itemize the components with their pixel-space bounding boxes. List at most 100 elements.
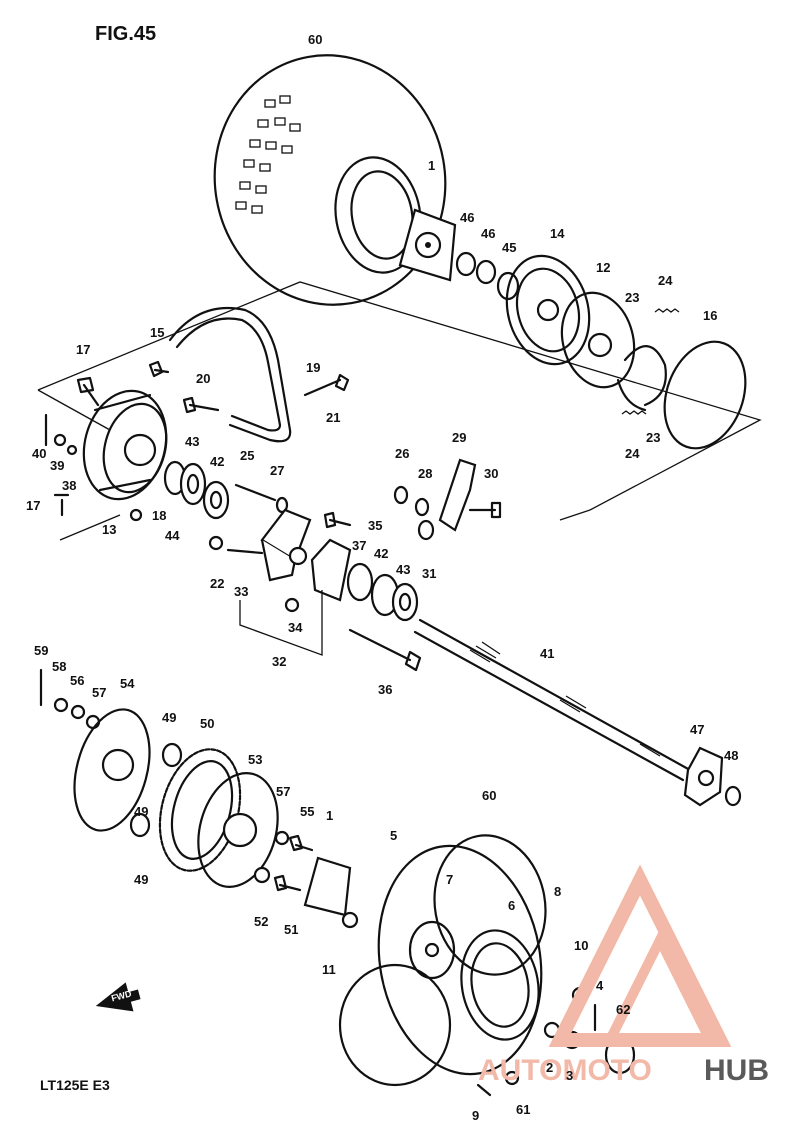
part-number-8: 8 — [554, 884, 561, 899]
part-number-49c: 49 — [134, 872, 148, 887]
bolt-9 — [476, 1083, 492, 1097]
upper-enclosure-line — [37, 281, 762, 511]
part-number-43b: 43 — [396, 562, 410, 577]
hub-upper — [398, 208, 457, 282]
part-number-28: 28 — [418, 466, 432, 481]
bearings-right — [346, 562, 419, 622]
part-number-59: 59 — [34, 643, 48, 658]
washer-22 — [208, 535, 224, 551]
bracket-32-leader — [239, 590, 323, 656]
part-number-34: 34 — [288, 620, 303, 635]
part-number-33: 33 — [234, 584, 248, 599]
watermark-logo — [548, 864, 732, 1047]
bracket-29 — [438, 458, 477, 532]
part-number-49b: 49 — [134, 804, 148, 819]
bolt-30 — [468, 501, 502, 519]
part-number-5: 5 — [390, 828, 397, 843]
part-number-36: 36 — [378, 682, 392, 697]
part-number-23a: 23 — [625, 290, 639, 305]
washer-52 — [253, 866, 271, 884]
part-number-37: 37 — [352, 538, 366, 553]
part-number-20: 20 — [196, 371, 210, 386]
part-number-4: 4 — [596, 978, 604, 993]
breather-hose — [168, 306, 292, 443]
hub-lower — [303, 856, 352, 917]
part-number-19: 19 — [306, 360, 320, 375]
brake-shoes — [616, 345, 667, 412]
part-number-44: 44 — [165, 528, 180, 543]
washer-28 — [414, 497, 430, 517]
part-number-27: 27 — [270, 463, 284, 478]
rear-tire-upper — [213, 54, 447, 306]
part-number-55: 55 — [300, 804, 314, 819]
part-number-16: 16 — [703, 308, 717, 323]
rear-tire-lower — [338, 834, 547, 1087]
part-number-31: 31 — [422, 566, 436, 581]
bolt-17-lower — [53, 493, 70, 517]
brake-drum — [505, 254, 591, 366]
o-ring-26 — [393, 485, 409, 505]
nuts-upper — [455, 251, 520, 301]
part-number-29: 29 — [452, 430, 466, 445]
bolt-35 — [323, 511, 352, 529]
figure-title: FIG.45 — [95, 23, 156, 45]
final-drive-case — [82, 389, 168, 501]
part-number-30: 30 — [484, 466, 498, 481]
model-code: LT125E E3 — [40, 1077, 110, 1093]
part-number-45: 45 — [502, 240, 516, 255]
part-number-12: 12 — [596, 260, 610, 275]
part-number-25: 25 — [240, 448, 254, 463]
nut-34 — [284, 597, 300, 613]
part-number-46b: 46 — [481, 226, 495, 241]
part-number-46a: 46 — [460, 210, 474, 225]
part-number-24b: 24 — [625, 446, 640, 461]
part-number-3: 3 — [566, 1068, 573, 1083]
spring-upper — [654, 308, 680, 313]
part-number-60b: 60 — [482, 788, 496, 803]
bolt-25 — [234, 483, 277, 502]
bearings-left — [163, 460, 230, 520]
hub-47-center — [697, 769, 715, 787]
nut-11 — [341, 911, 359, 929]
breather-hose-inner — [175, 317, 282, 432]
part-number-18: 18 — [152, 508, 166, 523]
sprocket-mount — [197, 772, 279, 888]
part-number-15: 15 — [150, 325, 164, 340]
part-number-48: 48 — [724, 748, 738, 763]
part-number-49a: 49 — [162, 710, 176, 725]
part-number-56: 56 — [70, 673, 84, 688]
bolt-17-upper — [76, 376, 100, 407]
part-number-43a: 43 — [185, 434, 199, 449]
part-number-53: 53 — [248, 752, 262, 767]
washer-61 — [504, 1070, 520, 1086]
bolt-15 — [148, 360, 170, 378]
part-number-35: 35 — [368, 518, 382, 533]
bolt-36 — [348, 628, 422, 672]
part-number-1: 1 — [428, 158, 435, 173]
rear-axle — [413, 618, 692, 782]
brake-arm-assembly — [260, 508, 352, 602]
part-number-13: 13 — [102, 522, 116, 537]
watermark-text-1: AUTOMOTO — [478, 1054, 652, 1087]
part-number-57b: 57 — [276, 784, 290, 799]
gasket-ring — [663, 340, 747, 450]
bolt-55 — [288, 834, 314, 852]
watermark-text-2: HUB — [704, 1054, 769, 1087]
collars-49 — [129, 742, 183, 838]
part-number-10: 10 — [574, 938, 588, 953]
bolt-51 — [273, 874, 302, 892]
part-number-51: 51 — [284, 922, 298, 937]
part-number-41: 41 — [540, 646, 554, 661]
part-number-1b: 1 — [326, 808, 333, 823]
part-number-60: 60 — [308, 32, 322, 47]
part-number-21: 21 — [326, 410, 340, 425]
part-number-11: 11 — [322, 962, 336, 977]
part-number-42b: 42 — [374, 546, 388, 561]
o-ring-48 — [724, 785, 742, 807]
part-number-24a: 24 — [658, 273, 673, 288]
forward-arrow: FWD — [95, 982, 141, 1012]
part-number-52: 52 — [254, 914, 268, 929]
sprocket-guard — [73, 708, 151, 832]
part-number-23b: 23 — [646, 430, 660, 445]
